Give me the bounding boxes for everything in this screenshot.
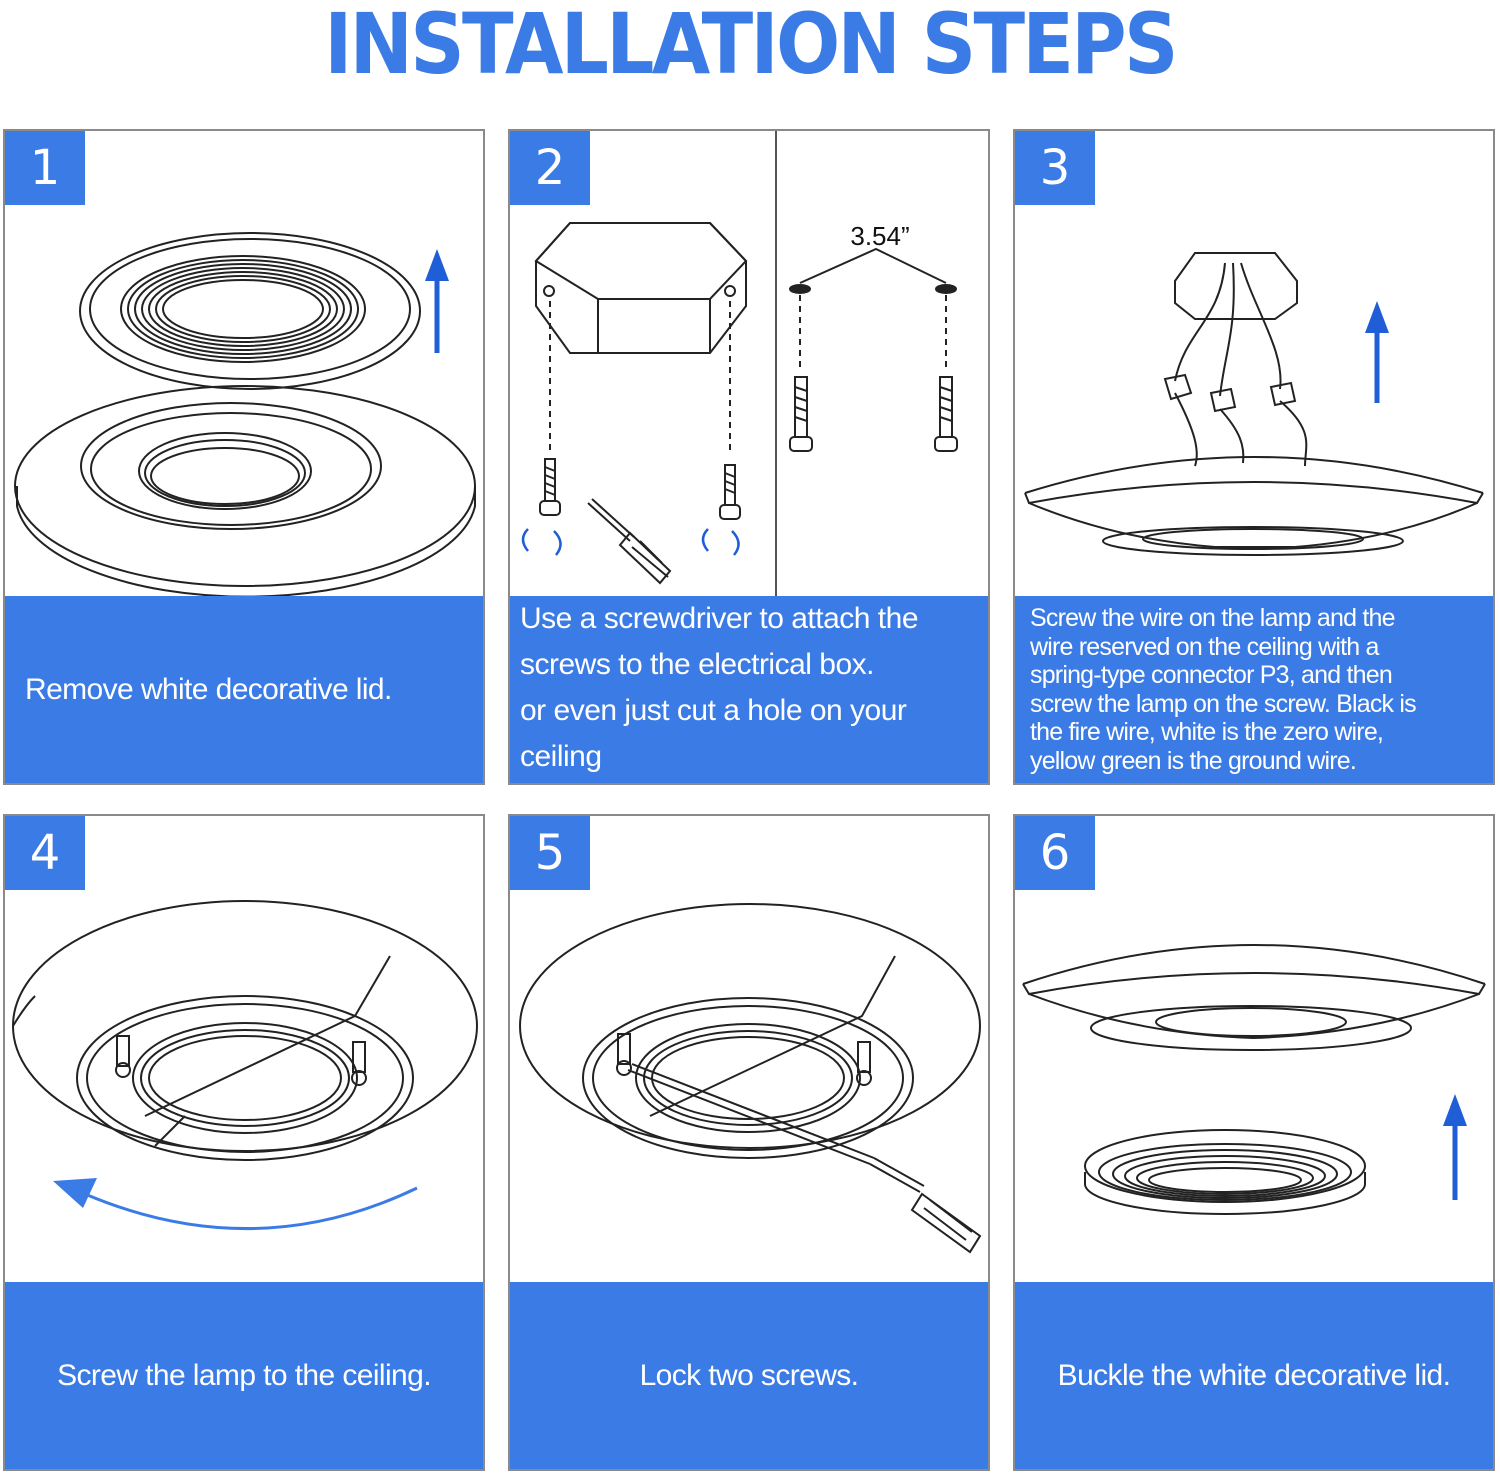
step-5-text: Lock two screws. — [639, 1358, 859, 1392]
step-2-line-4: ceiling — [520, 740, 602, 773]
screw-icon — [351, 1041, 367, 1086]
step-4-text: Screw the lamp to the ceiling. — [57, 1358, 431, 1392]
step-3-line-3: spring-type connector P3, and then — [1030, 661, 1393, 689]
wire-connector-icon — [1269, 381, 1297, 407]
screwdriver-icon — [627, 1063, 982, 1254]
screw-icon — [789, 376, 813, 452]
step-3-line-1: Screw the wire on the lamp and the — [1030, 604, 1395, 632]
step-5-illustration — [510, 816, 988, 1286]
rotate-arrow-icon — [521, 528, 740, 556]
step-3-panel: 3 Screw the wire on the lamp and the wir… — [1013, 129, 1495, 785]
screw-icon — [539, 458, 561, 516]
step-5-panel: 5 Lock two screws. — [508, 814, 990, 1471]
step-3-line-6: yellow green is the ground wire. — [1030, 746, 1357, 775]
step-4-panel: 4 Screw the lamp to the ceiling. — [3, 814, 485, 1471]
step-1-caption: Remove white decorative lid. — [5, 596, 483, 783]
screwdriver-icon — [587, 498, 672, 585]
step-2-caption: Use a screwdriver to attach the screws t… — [510, 596, 988, 783]
step-2-illustration: 3.54” — [510, 131, 988, 601]
step-1-panel: 1 Remove white decorative lid. — [3, 129, 485, 785]
wire-connector-icon — [1209, 387, 1237, 413]
step-2-panel: 3.54” 2 Use a screwdriver to attach the … — [508, 129, 990, 785]
page-title: INSTALLATION STEPS — [324, 0, 1178, 93]
screw-icon — [115, 1035, 131, 1078]
step-1-number: 1 — [5, 131, 85, 205]
rotate-arrow-icon — [53, 1178, 418, 1231]
step-4-number: 4 — [5, 816, 85, 890]
step-5-caption: Lock two screws. — [510, 1282, 988, 1469]
screw-icon — [856, 1041, 872, 1086]
step-4-illustration — [5, 816, 483, 1286]
step-6-text: Buckle the white decorative lid. — [1057, 1358, 1451, 1392]
screw-icon — [616, 1033, 632, 1076]
step-6-caption: Buckle the white decorative lid. — [1015, 1282, 1493, 1469]
step-2-number: 2 — [510, 131, 590, 205]
step-3-line-5: the fire wire, white is the zero wire, — [1030, 718, 1384, 746]
step-3-illustration — [1015, 131, 1493, 601]
step-1-text: Remove white decorative lid. — [25, 672, 392, 706]
step-3-line-4: screw the lamp on the screw. Black is — [1030, 689, 1417, 718]
junction-box-icon — [534, 222, 748, 354]
step-3-number: 3 — [1015, 131, 1095, 205]
step-5-number: 5 — [510, 816, 590, 890]
junction-box-icon — [1174, 252, 1298, 320]
step-6-number: 6 — [1015, 816, 1095, 890]
wire-connector-icon — [1163, 373, 1193, 401]
step-4-caption: Screw the lamp to the ceiling. — [5, 1282, 483, 1469]
up-arrow-icon — [1443, 1094, 1467, 1200]
step-6-illustration — [1015, 816, 1493, 1286]
up-arrow-icon — [1365, 301, 1389, 403]
step-2-line-2: screws to the electrical box. — [520, 648, 874, 681]
dimension-label: 3.54” — [850, 221, 909, 251]
step-6-panel: 6 Buckle the white decorative lid. — [1013, 814, 1495, 1471]
step-2-line-1: Use a screwdriver to attach the — [520, 602, 919, 635]
step-3-line-2: wire reserved on the ceiling with a — [1030, 632, 1379, 661]
step-2-line-3: or even just cut a hole on your — [520, 694, 907, 727]
screw-icon — [719, 464, 741, 520]
step-3-caption: Screw the wire on the lamp and the wire … — [1015, 596, 1493, 783]
screw-icon — [934, 376, 958, 452]
up-arrow-icon — [425, 249, 449, 353]
